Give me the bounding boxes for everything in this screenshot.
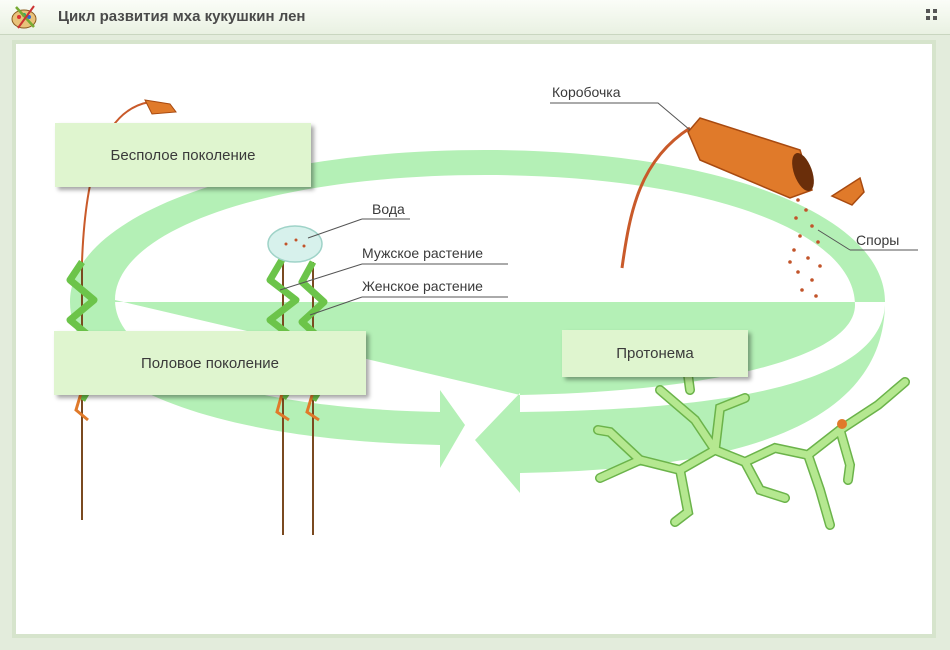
callout-lines — [279, 102, 918, 316]
cycle-arrow — [70, 150, 885, 493]
box-sexual-generation: Половое поколение — [54, 331, 366, 395]
window-title: Цикл развития мха кукушкин лен — [58, 8, 306, 25]
palette-icon — [11, 5, 37, 29]
box-protonema: Протонема — [562, 330, 748, 377]
label-male-plant: Мужское растение — [362, 245, 484, 261]
label-capsule: Коробочка — [552, 84, 621, 100]
label-spores: Споры — [856, 232, 900, 248]
capsule-illustration — [620, 117, 865, 298]
box-asexual-generation: Бесполое поколение — [55, 123, 311, 187]
gametophyte-moss-illustration — [266, 256, 328, 535]
water-drop-icon — [267, 225, 323, 263]
label-water: Вода — [372, 201, 405, 217]
grid-dots-icon[interactable] — [926, 9, 940, 23]
label-female-plant: Женское растение — [362, 278, 483, 294]
title-bar: Цикл развития мха кукушкин лен — [0, 0, 950, 35]
